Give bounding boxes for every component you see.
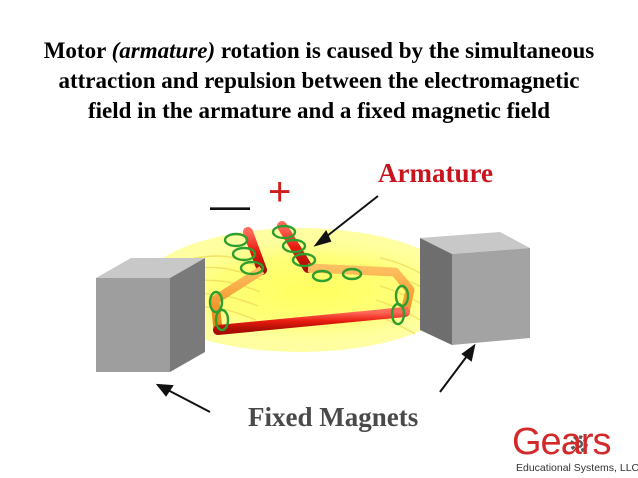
title-part2: rotation is caused by the simultaneous (215, 38, 595, 63)
title-line-2: attraction and repulsion between the ele… (58, 68, 580, 93)
arrow-magnet-left (155, 383, 211, 413)
gears-logo: Gears Educational Systems, LLC (512, 421, 638, 474)
slide-title: Motor (armature) rotation is caused by t… (10, 36, 628, 126)
minus-terminal: — (210, 184, 250, 228)
logo-brand: Gears (512, 421, 611, 463)
arrow-armature (313, 195, 379, 247)
arrow-magnet-right (439, 343, 476, 393)
fixed-magnets-label: Fixed Magnets (248, 402, 419, 432)
title-part1: Motor (43, 38, 112, 63)
title-emphasis: (armature) (111, 38, 216, 63)
electromagnetic-field-loops (208, 224, 410, 332)
left-fixed-magnet (96, 258, 205, 372)
title-line-1: Motor (armature) rotation is caused by t… (10, 36, 628, 66)
gear-icon (570, 435, 588, 453)
title-line-3: field in the armature and a fixed magnet… (87, 98, 551, 123)
plus-terminal: + (268, 170, 292, 214)
logo-subtitle: Educational Systems, LLC (516, 462, 638, 474)
armature-label: Armature (378, 158, 493, 188)
right-fixed-magnet (420, 232, 530, 345)
